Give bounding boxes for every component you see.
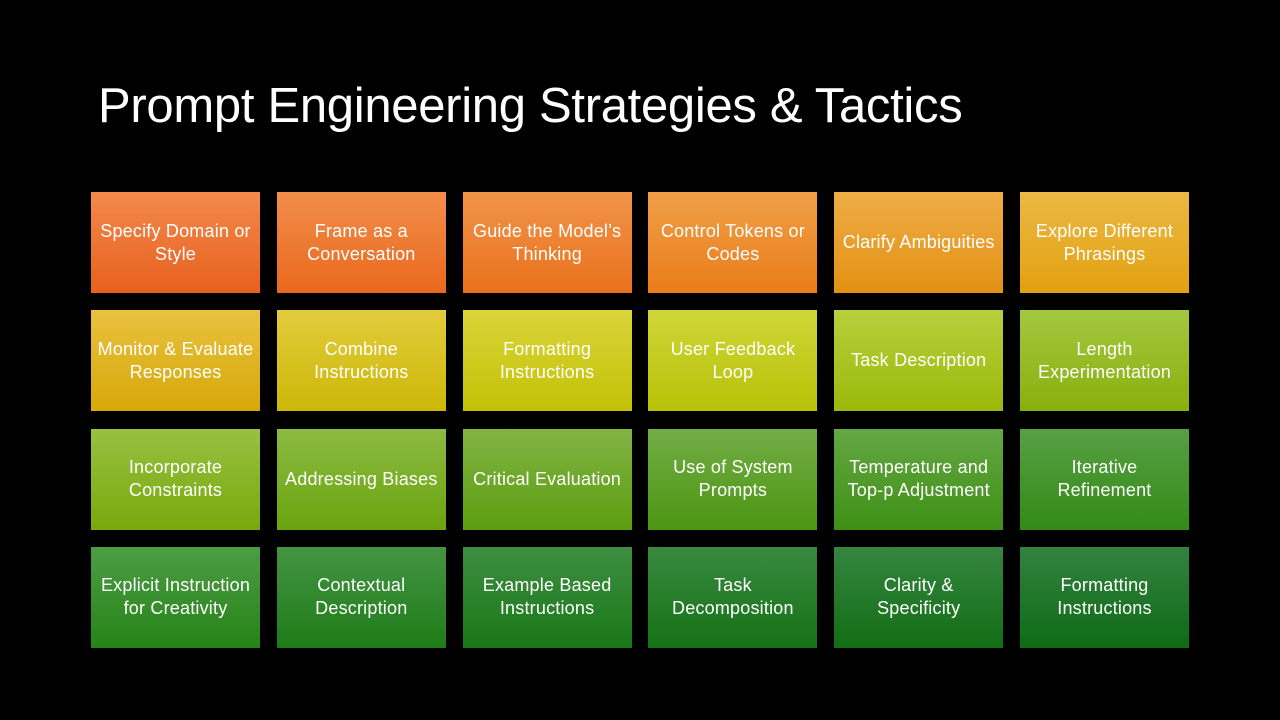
strategy-tile: Incorporate Constraints [91,428,260,530]
slide-title: Prompt Engineering Strategies & Tactics [98,79,963,133]
strategy-tile: Use of System Prompts [648,428,818,530]
strategy-tile: Specify Domain or Style [91,192,260,293]
strategy-grid: Specify Domain or Style Frame as a Conve… [91,192,1189,648]
strategy-tile: Task Description [834,310,1004,412]
strategy-tile: Control Tokens or Codes [648,192,818,293]
strategy-tile: Iterative Refinement [1019,428,1189,530]
strategy-tile: Combine Instructions [276,310,446,412]
strategy-tile: Addressing Biases [276,428,446,530]
strategy-tile: Monitor & Evaluate Responses [91,310,260,412]
strategy-tile: Formatting Instructions [462,310,632,412]
strategy-tile: Frame as a Conversation [276,192,446,293]
strategy-tile: Guide the Model’s Thinking [462,192,632,293]
strategy-tile: Length Experimentation [1019,310,1189,412]
strategy-tile: Explore Different Phrasings [1019,192,1189,293]
strategy-tile: Temperature and Top-p Adjustment [834,428,1004,530]
strategy-tile: Clarify Ambiguities [834,192,1004,293]
strategy-tile: User Feedback Loop [648,310,818,412]
strategy-tile: Clarity & Specificity [834,546,1004,648]
strategy-tile: Example Based Instructions [462,546,632,648]
strategy-tile: Explicit Instruction for Creativity [91,546,260,648]
strategy-tile: Critical Evaluation [462,428,632,530]
strategy-tile: Contextual Description [276,546,446,648]
strategy-tile: Task Decomposition [648,546,818,648]
strategy-tile: Formatting Instructions [1019,546,1189,648]
